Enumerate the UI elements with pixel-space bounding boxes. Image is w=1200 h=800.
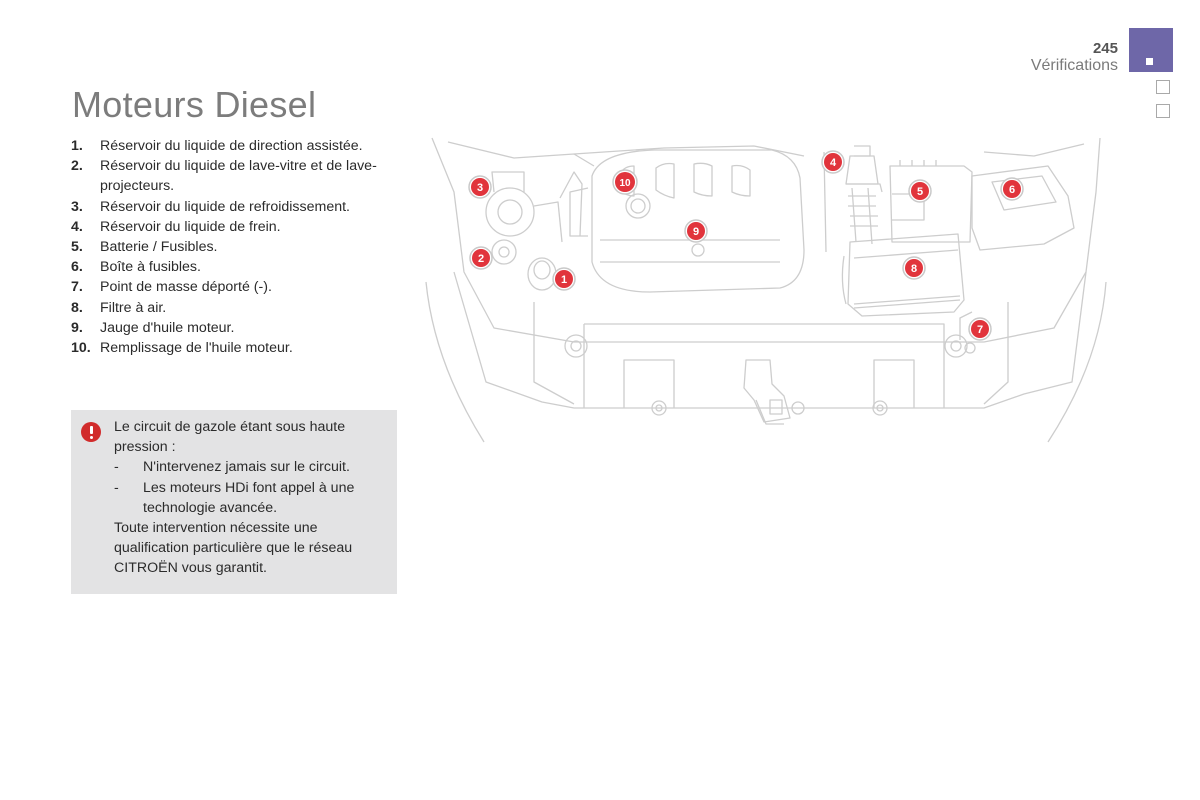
callout-10-label: 10 bbox=[619, 178, 631, 189]
callout-1-label: 1 bbox=[561, 274, 567, 286]
callout-7-label: 7 bbox=[977, 324, 983, 336]
list-item: 5. Batterie / Fusibles. bbox=[71, 237, 401, 257]
warning-intro: Le circuit de gazole étant sous haute pr… bbox=[114, 419, 346, 456]
item-label: Boîte à fusibles. bbox=[100, 259, 201, 276]
item-label: Réservoir du liquide de refroidissement. bbox=[100, 198, 350, 215]
warning-box: Le circuit de gazole étant sous haute pr… bbox=[71, 410, 397, 594]
bullet-text: Les moteurs HDi font appel à une technol… bbox=[143, 479, 355, 516]
warning-text: Le circuit de gazole étant sous haute pr… bbox=[114, 417, 389, 579]
item-number: 7. bbox=[71, 279, 83, 296]
bullet-dash: - bbox=[114, 479, 119, 496]
item-number: 2. bbox=[71, 158, 83, 175]
diagram-callouts: 1 2 3 4 5 6 7 8 bbox=[468, 150, 1024, 341]
item-number: 5. bbox=[71, 239, 83, 256]
list-item: 6. Boîte à fusibles. bbox=[71, 257, 401, 277]
engine-bay-diagram: 1 2 3 4 5 6 7 8 bbox=[425, 137, 1107, 443]
page-title: Moteurs Diesel bbox=[72, 84, 317, 125]
item-label: Filtre à air. bbox=[100, 299, 167, 316]
warning-bullets: - N'intervenez jamais sur le circuit. - Le… bbox=[114, 457, 389, 518]
item-number: 8. bbox=[71, 299, 83, 316]
callout-2-label: 2 bbox=[478, 253, 484, 265]
callout-4: 4 bbox=[821, 150, 845, 174]
warning-bullet: - Les moteurs HDi font appel à une techno… bbox=[114, 478, 389, 518]
item-number: 6. bbox=[71, 259, 83, 276]
callout-4-label: 4 bbox=[830, 157, 837, 169]
callout-5: 5 bbox=[908, 179, 932, 203]
list-item: 4. Réservoir du liquide de frein. bbox=[71, 217, 401, 237]
warning-outro: Toute intervention nécessite une qualifi… bbox=[114, 520, 353, 577]
section-name: Vérifications bbox=[1030, 57, 1118, 74]
chapter-tab-marker bbox=[1146, 58, 1153, 65]
callout-8: 8 bbox=[902, 256, 926, 280]
callout-8-label: 8 bbox=[911, 263, 917, 275]
item-label: Batterie / Fusibles. bbox=[100, 239, 218, 256]
bullet-dash: - bbox=[114, 459, 119, 476]
callout-9: 9 bbox=[684, 219, 708, 243]
callout-3: 3 bbox=[468, 175, 492, 199]
bullet-text: N'intervenez jamais sur le circuit. bbox=[143, 459, 350, 476]
list-item: 10. Remplissage de l'huile moteur. bbox=[71, 338, 401, 358]
item-label: Réservoir du liquide de direction assist… bbox=[100, 138, 363, 154]
list-item: 1. Réservoir du liquide de direction assi… bbox=[71, 136, 401, 156]
item-number: 10. bbox=[71, 340, 91, 357]
item-label: Remplissage de l'huile moteur. bbox=[100, 340, 293, 357]
callout-9-label: 9 bbox=[693, 226, 699, 238]
item-label: Jauge d'huile moteur. bbox=[100, 319, 235, 336]
callout-10: 10 bbox=[612, 169, 638, 195]
list-item: 7. Point de masse déporté (-). bbox=[71, 277, 401, 297]
callout-6: 6 bbox=[1000, 177, 1024, 201]
callout-5-label: 5 bbox=[917, 186, 923, 198]
callout-3-label: 3 bbox=[477, 182, 483, 194]
callout-1: 1 bbox=[552, 267, 576, 291]
parts-list: 1. Réservoir du liquide de direction assi… bbox=[71, 136, 401, 358]
list-item: 9. Jauge d'huile moteur. bbox=[71, 318, 401, 338]
chapter-tab-active[interactable] bbox=[1129, 28, 1173, 72]
item-number: 3. bbox=[71, 198, 83, 215]
list-item: 8. Filtre à air. bbox=[71, 298, 401, 318]
item-label: Réservoir du liquide de lave-vitre et de… bbox=[100, 158, 377, 195]
warning-exclamation-icon bbox=[81, 422, 101, 442]
list-item: 3. Réservoir du liquide de refroidissemen… bbox=[71, 197, 401, 217]
item-number: 9. bbox=[71, 319, 83, 336]
list-item: 2. Réservoir du liquide de lave-vitre et … bbox=[71, 156, 401, 196]
warning-bullet: - N'intervenez jamais sur le circuit. bbox=[114, 457, 389, 477]
callout-6-label: 6 bbox=[1009, 184, 1015, 196]
item-label: Réservoir du liquide de frein. bbox=[100, 218, 281, 235]
item-number: 4. bbox=[71, 218, 83, 235]
chapter-tab-box[interactable] bbox=[1156, 104, 1170, 118]
callout-7: 7 bbox=[968, 317, 992, 341]
item-label: Point de masse déporté (-). bbox=[100, 279, 272, 296]
page-number: 245 bbox=[1092, 40, 1118, 57]
callout-2: 2 bbox=[469, 246, 493, 270]
chapter-tab-box[interactable] bbox=[1156, 80, 1170, 94]
item-number: 1. bbox=[71, 138, 83, 154]
